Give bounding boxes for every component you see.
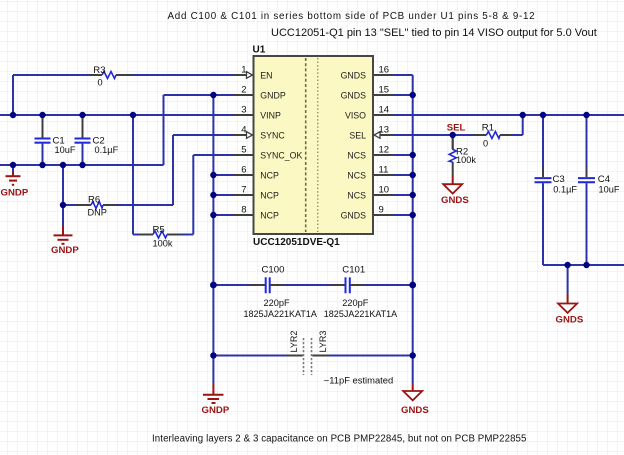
svg-text:R2: R2 [456,147,468,158]
svg-text:SEL: SEL [349,131,366,141]
svg-text:6: 6 [241,165,246,176]
svg-text:C101: C101 [342,264,365,275]
svg-text:R1: R1 [482,122,494,133]
svg-text:16: 16 [379,65,390,76]
svg-text:NCS: NCS [347,151,366,161]
svg-text:100k: 100k [456,155,476,165]
svg-text:LYR2: LYR2 [289,331,299,353]
svg-text:0: 0 [98,78,103,88]
svg-text:11: 11 [379,165,389,176]
svg-text:NCP: NCP [260,191,279,201]
svg-text:EN: EN [260,71,272,81]
svg-text:10uF: 10uF [55,145,76,155]
svg-text:GNDS: GNDS [341,71,367,81]
svg-text:SYNC: SYNC [260,131,285,141]
svg-text:Add C100 & C101 in series bott: Add C100 & C101 in series bottom side of… [168,11,536,22]
svg-text:15: 15 [379,85,390,96]
svg-text:10uF: 10uF [599,184,620,194]
svg-text:1825JA221KAT1A: 1825JA221KAT1A [324,309,397,319]
svg-text:14: 14 [379,105,390,116]
svg-text:UCC12051DVE-Q1: UCC12051DVE-Q1 [253,237,340,248]
svg-text:0: 0 [483,138,488,148]
svg-text:C3: C3 [553,174,565,185]
svg-text:12: 12 [379,145,390,156]
svg-text:5: 5 [241,145,246,156]
svg-text:GNDS: GNDS [401,405,429,416]
svg-text:VINP: VINP [260,111,281,121]
svg-text:NCP: NCP [260,211,279,221]
svg-text:UCC12051-Q1 pin 13 "SEL" tied: UCC12051-Q1 pin 13 "SEL" tied to pin 14 … [271,27,597,39]
svg-text:C2: C2 [93,135,105,146]
svg-text:9: 9 [379,205,384,216]
svg-text:GNDP: GNDP [260,91,286,101]
svg-text:R6: R6 [88,194,100,205]
svg-text:NCS: NCS [347,171,366,181]
svg-text:NCS: NCS [347,191,366,201]
svg-text:GNDP: GNDP [1,188,29,199]
svg-text:SEL: SEL [447,122,466,133]
svg-text:220pF: 220pF [264,298,290,308]
svg-text:C100: C100 [262,264,285,275]
svg-text:C1: C1 [53,135,65,146]
svg-text:7: 7 [241,185,246,196]
svg-text:13: 13 [379,125,390,136]
svg-text:R5: R5 [153,224,165,235]
svg-text:VISO: VISO [345,111,366,121]
svg-text:10: 10 [379,185,390,196]
svg-text:GNDS: GNDS [556,315,584,326]
svg-text:2: 2 [241,85,246,96]
svg-text:1: 1 [241,65,246,76]
svg-text:GNDS: GNDS [341,91,367,101]
svg-text:U1: U1 [253,45,266,56]
svg-text:100k: 100k [153,239,173,249]
svg-text:Interleaving layers 2 & 3 capa: Interleaving layers 2 & 3 capacitance on… [152,434,527,445]
svg-text:4: 4 [241,125,246,136]
svg-text:220pF: 220pF [342,298,368,308]
svg-text:R3: R3 [93,65,105,76]
svg-text:NCP: NCP [260,171,279,181]
svg-text:8: 8 [241,205,246,216]
svg-text:GNDS: GNDS [441,195,469,206]
svg-text:0.1µF: 0.1µF [553,184,577,194]
svg-text:LYR3: LYR3 [318,331,328,353]
svg-text:3: 3 [241,105,246,116]
svg-text:C4: C4 [598,174,611,185]
svg-text:~11pF estimated: ~11pF estimated [324,375,393,386]
svg-text:GNDP: GNDP [202,405,230,416]
svg-text:SYNC_OK: SYNC_OK [260,151,302,161]
svg-text:0.1µF: 0.1µF [95,145,119,155]
svg-text:GNDS: GNDS [341,211,367,221]
svg-text:1825JA221KAT1A: 1825JA221KAT1A [244,309,317,319]
svg-text:GNDP: GNDP [51,245,79,256]
svg-text:DNP: DNP [88,207,107,217]
